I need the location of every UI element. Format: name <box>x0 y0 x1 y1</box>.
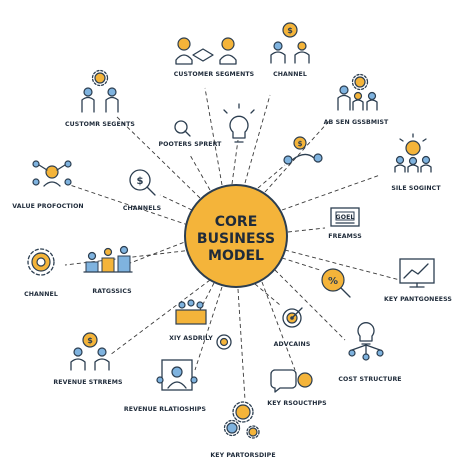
center-node: CORE BUSINESS MODEL <box>184 184 288 288</box>
label-value-profoction: VALUE PROFOCTION <box>12 203 83 210</box>
connector <box>281 174 381 211</box>
money-people-icon: $ <box>70 332 110 371</box>
search-icon <box>174 120 191 137</box>
label-revenue-rlatioshps: REVENUE RLATIOSHIPS <box>124 406 206 413</box>
target-icon <box>282 307 303 328</box>
node-sile-soginct: SILE SOGINCT <box>391 133 441 192</box>
team-board-icon <box>175 299 207 325</box>
handshake-icon <box>175 37 237 65</box>
svg-text:$: $ <box>287 26 293 35</box>
connector <box>237 288 246 401</box>
node-revenue-strrems: $ REVENUE STRREMS <box>53 332 122 386</box>
node-ratgssics: RATGSSICS <box>83 245 133 295</box>
node-xiy-asdrily: XIY ASDRILY <box>169 299 213 342</box>
gears-icon <box>223 401 260 439</box>
goal-board-icon: GOEL <box>330 207 360 227</box>
node-cost-structure: COST STRUCTURE <box>338 322 402 383</box>
svg-text:$: $ <box>298 140 303 148</box>
money-people-icon: $ <box>270 22 310 64</box>
node-channel-left: CHANNEL <box>24 248 58 298</box>
svg-text:%: % <box>328 276 338 287</box>
connector <box>114 114 201 199</box>
node-revenue-rlatioshps: REVENUE RLATIOSHIPS <box>124 359 206 413</box>
label-channel-left: CHANNEL <box>24 291 58 298</box>
chat-bubbles-icon <box>270 369 313 393</box>
goel-text: GOEL <box>336 214 355 221</box>
label-customr-segents: CUSTOMR SEGENTS <box>65 121 135 128</box>
network-person-icon <box>32 160 72 187</box>
center-line-3: MODEL <box>208 248 264 264</box>
connector <box>264 119 331 193</box>
connector <box>254 283 281 306</box>
node-freamss: GOEL FREAMSS <box>328 207 362 240</box>
percent-magnifier-icon: % <box>321 268 351 298</box>
label-key-partorsdipe: KEY PARTORSDIPE <box>210 452 275 459</box>
connector <box>284 249 401 281</box>
label-pooters-sprert: POOTERS SPRERT <box>159 141 223 148</box>
node-value-profoction: VALUE PROFOCTION <box>12 160 84 210</box>
presentation-team-icon <box>83 245 133 273</box>
label-revenue-strrems: REVENUE STRREMS <box>53 379 122 386</box>
connector <box>189 154 211 191</box>
connector <box>204 87 223 186</box>
node-channels: $ CHANNELS <box>123 169 161 212</box>
label-customer-segments: CUSTOMER SEGMENTS <box>174 71 255 78</box>
node-pooters-sprert: POOTERS SPRERT <box>159 120 223 148</box>
node-customer-segments: CUSTOMER SEGMENTS <box>174 37 255 78</box>
connector <box>257 164 286 189</box>
label-advcains: ADVCAINS <box>274 341 311 348</box>
gear-icon <box>27 248 55 276</box>
node-percent-search: % <box>321 268 351 298</box>
node-channel-top: $ CHANNEL <box>270 22 310 78</box>
center-line-1: CORE <box>215 214 258 230</box>
team-gear-icon <box>337 73 378 111</box>
svg-text:$: $ <box>87 336 93 345</box>
label-channels: CHANNELS <box>123 205 161 212</box>
idea-network-icon <box>348 322 384 361</box>
connector <box>231 139 239 185</box>
lightbulb-icon <box>223 103 255 143</box>
person-frame-icon <box>156 359 198 391</box>
connector <box>199 282 215 311</box>
label-xiy-asdrily: XIY ASDRILY <box>169 335 213 342</box>
connector <box>287 227 326 233</box>
connector <box>274 269 346 341</box>
label-sile-soginct: SILE SOGINCT <box>391 185 441 192</box>
connector <box>124 239 191 266</box>
monitor-chart-icon <box>399 258 435 288</box>
label-ab-sen: AB SEN GSSBMIST <box>324 119 389 126</box>
connector <box>281 257 321 271</box>
label-key-rsoucthps: KEY RSOUCTHPS <box>267 400 326 407</box>
node-ab-sen: AB SEN GSSBMIST <box>324 73 389 126</box>
connector <box>194 286 223 371</box>
connector <box>159 194 193 211</box>
money-magnifier-icon: $ <box>129 169 156 196</box>
money-exchange-icon: $ <box>283 136 323 165</box>
svg-text:$: $ <box>137 176 144 187</box>
node-key-pantgoneess: KEY PANTGONEESS <box>384 258 452 303</box>
target-small-icon <box>216 334 232 350</box>
node-key-rsoucthps: KEY RSOUCTHPS <box>267 369 327 407</box>
connector <box>261 281 296 371</box>
label-cost-structure: COST STRUCTURE <box>338 376 401 383</box>
label-channel-top: CHANNEL <box>273 71 307 78</box>
center-line-2: BUSINESS <box>197 231 275 247</box>
lightbulb-team-icon <box>394 133 432 173</box>
node-customr-segents: CUSTOMR SEGENTS <box>65 69 135 128</box>
node-advcains: ADVCAINS <box>274 307 311 348</box>
center-circle <box>184 184 288 288</box>
team-gear-icon <box>81 69 119 113</box>
label-freamss: FREAMSS <box>328 233 362 240</box>
node-key-partorsdipe: KEY PARTORSDIPE <box>210 401 276 459</box>
label-ratgssics: RATGSSICS <box>92 288 131 295</box>
label-key-pantgoneess: KEY PANTGONEESS <box>384 296 452 303</box>
connector <box>244 94 271 184</box>
connectors <box>64 87 401 401</box>
